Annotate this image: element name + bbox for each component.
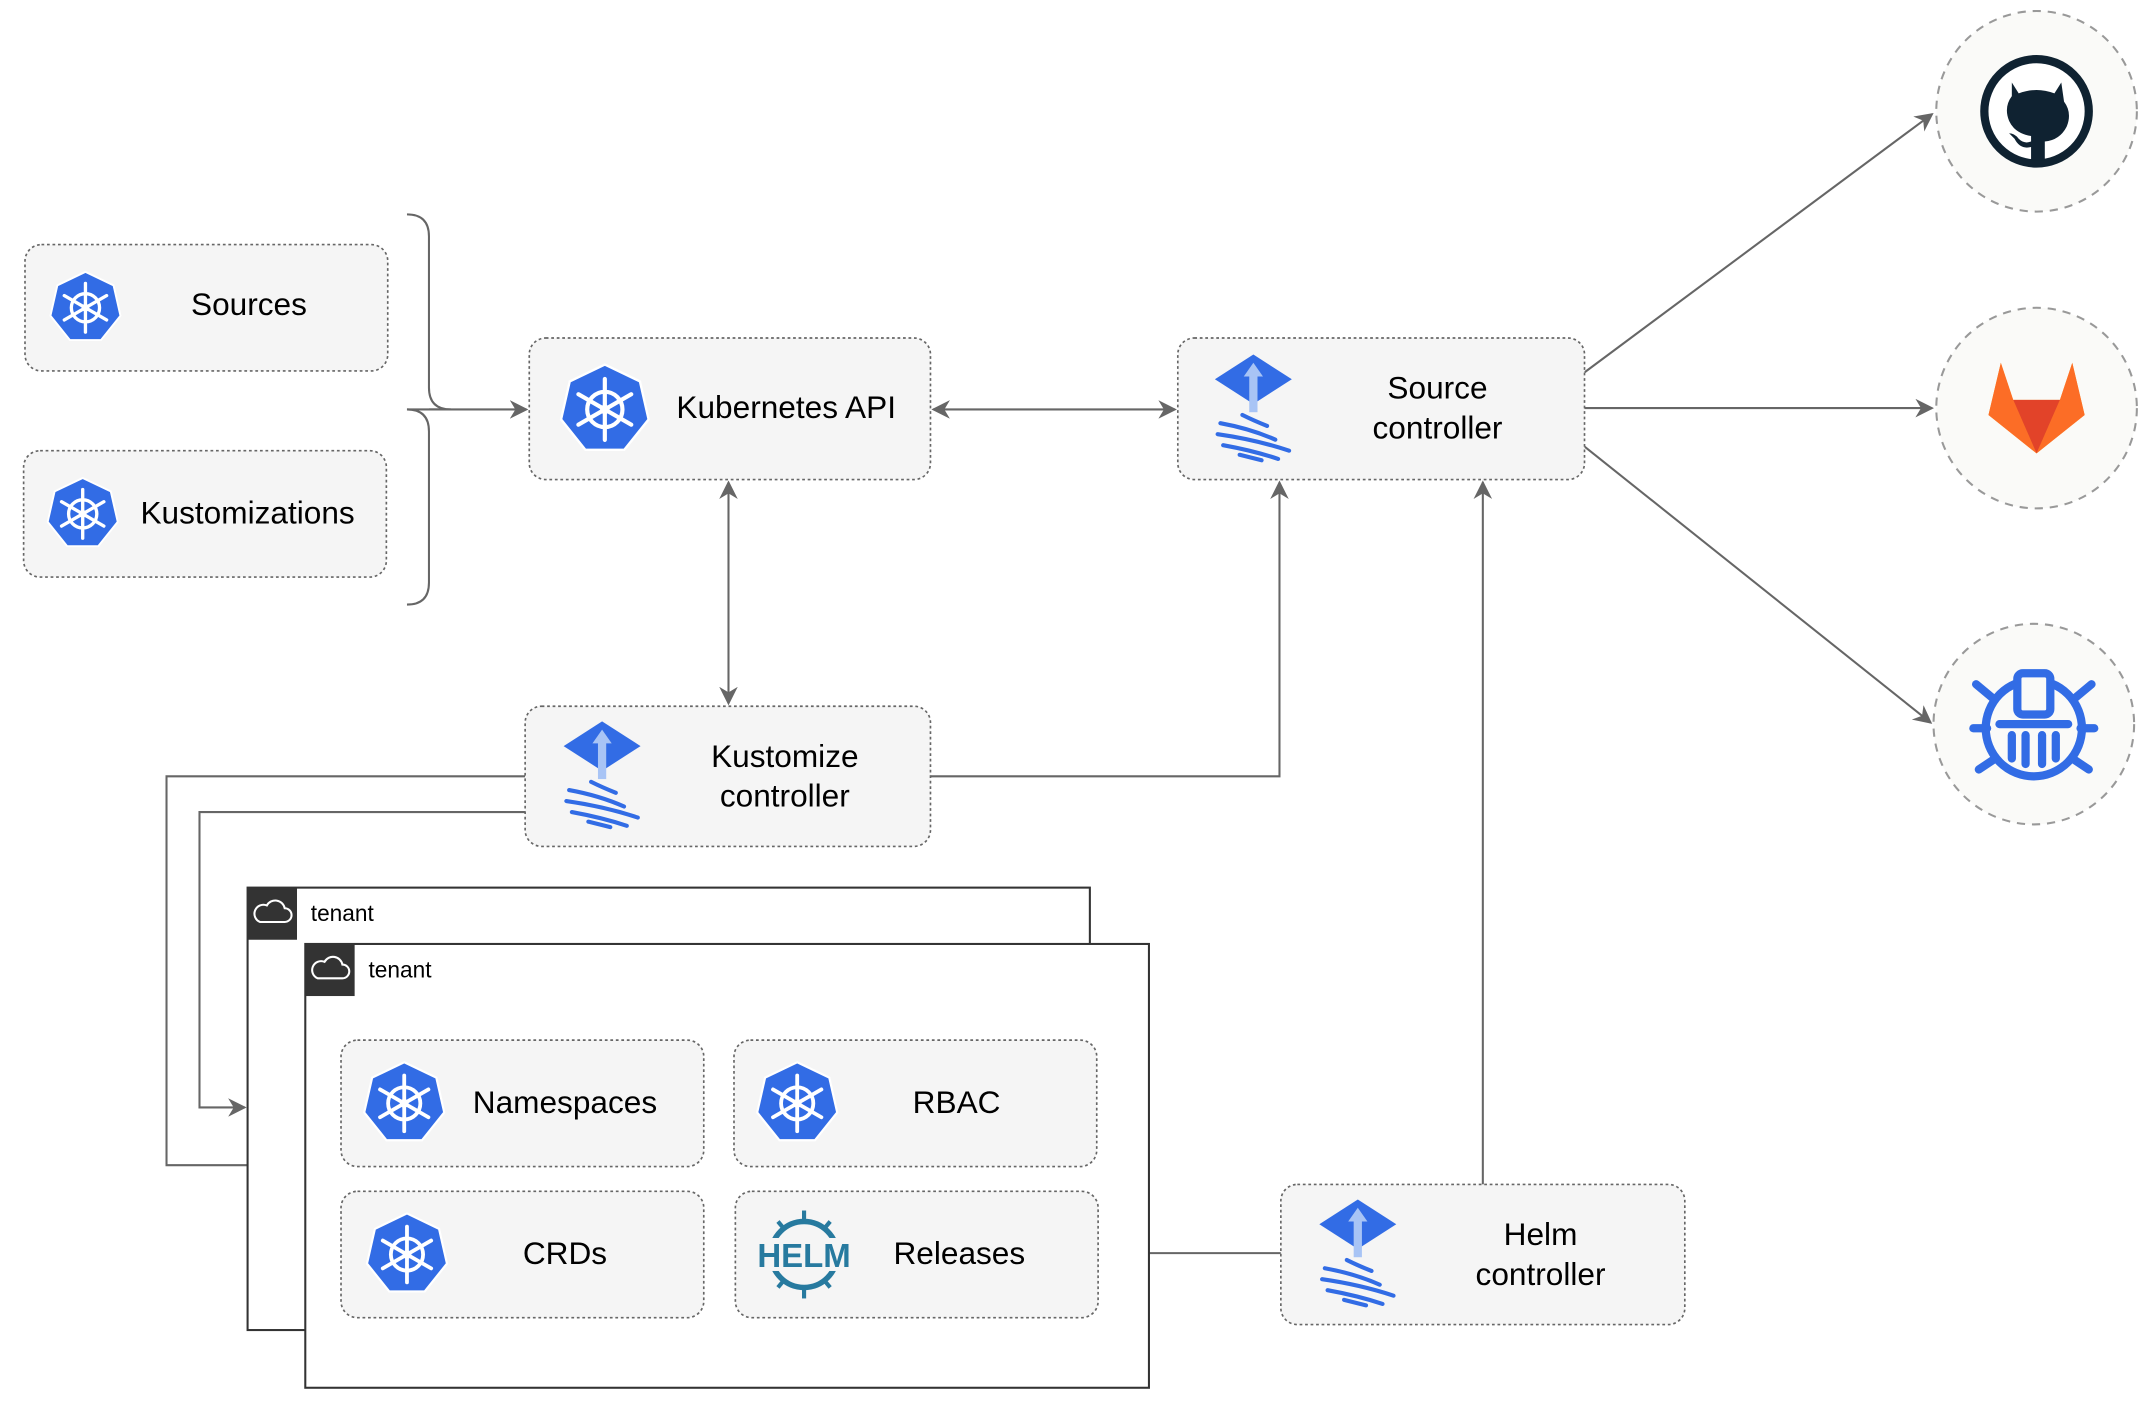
kubernetes-api-label: Kubernetes API (676, 389, 896, 425)
brace-lower (406, 408, 430, 606)
github-source[interactable] (1935, 9, 2138, 213)
releases-label: Releases (893, 1235, 1025, 1271)
kustomizations-node[interactable]: Kustomizations (22, 449, 388, 578)
helm-icon: HELM (755, 1210, 853, 1299)
edge-kustomize-to-tenant1 (198, 811, 526, 1117)
tenant-label: tenant (311, 900, 375, 926)
source-controller-label: Source (1387, 370, 1487, 406)
sources-node[interactable]: Sources (24, 243, 389, 372)
helm-controller-label: controller (1476, 1256, 1606, 1292)
gitlab-icon (1988, 362, 2085, 454)
cloud-icon (247, 887, 298, 940)
crds-node[interactable]: CRDs (340, 1190, 705, 1319)
edge-kustomize-to-source (930, 480, 1289, 778)
edge-source-to-bucket (1583, 445, 1933, 724)
rbac-label: RBAC (913, 1084, 1001, 1120)
source-controller-label: controller (1373, 409, 1503, 445)
helm-controller-label: Helm (1504, 1216, 1578, 1252)
namespaces-node[interactable]: Namespaces (340, 1039, 705, 1168)
tenant-label: tenant (369, 956, 433, 982)
gitlab-source[interactable] (1935, 306, 2138, 510)
rbac-node[interactable]: RBAC (733, 1039, 1098, 1168)
edge-kustomize-to-tenant2 (165, 775, 526, 1175)
kustomize-controller-node[interactable]: Kustomize controller (524, 705, 932, 848)
bucket-source[interactable] (1932, 622, 2136, 826)
kustomize-controller-label: controller (720, 778, 850, 814)
helm-controller-node[interactable]: Helm controller (1280, 1183, 1686, 1326)
github-icon (1980, 54, 2093, 168)
kubernetes-api-node[interactable]: Kubernetes API (528, 337, 932, 481)
source-controller-node[interactable]: Source controller (1176, 337, 1586, 481)
sources-label: Sources (191, 286, 307, 322)
crds-label: CRDs (523, 1235, 607, 1271)
svg-text:HELM: HELM (757, 1237, 850, 1274)
cloud-icon (305, 943, 355, 997)
namespaces-label: Namespaces (473, 1084, 657, 1120)
bucket-icon (1969, 669, 2099, 781)
kustomizations-label: Kustomizations (140, 495, 354, 531)
brace (406, 213, 451, 411)
edge-source-to-github (1583, 112, 1934, 374)
kustomize-controller-label: Kustomize (711, 738, 858, 774)
releases-node[interactable]: HELM Releases (734, 1190, 1099, 1319)
